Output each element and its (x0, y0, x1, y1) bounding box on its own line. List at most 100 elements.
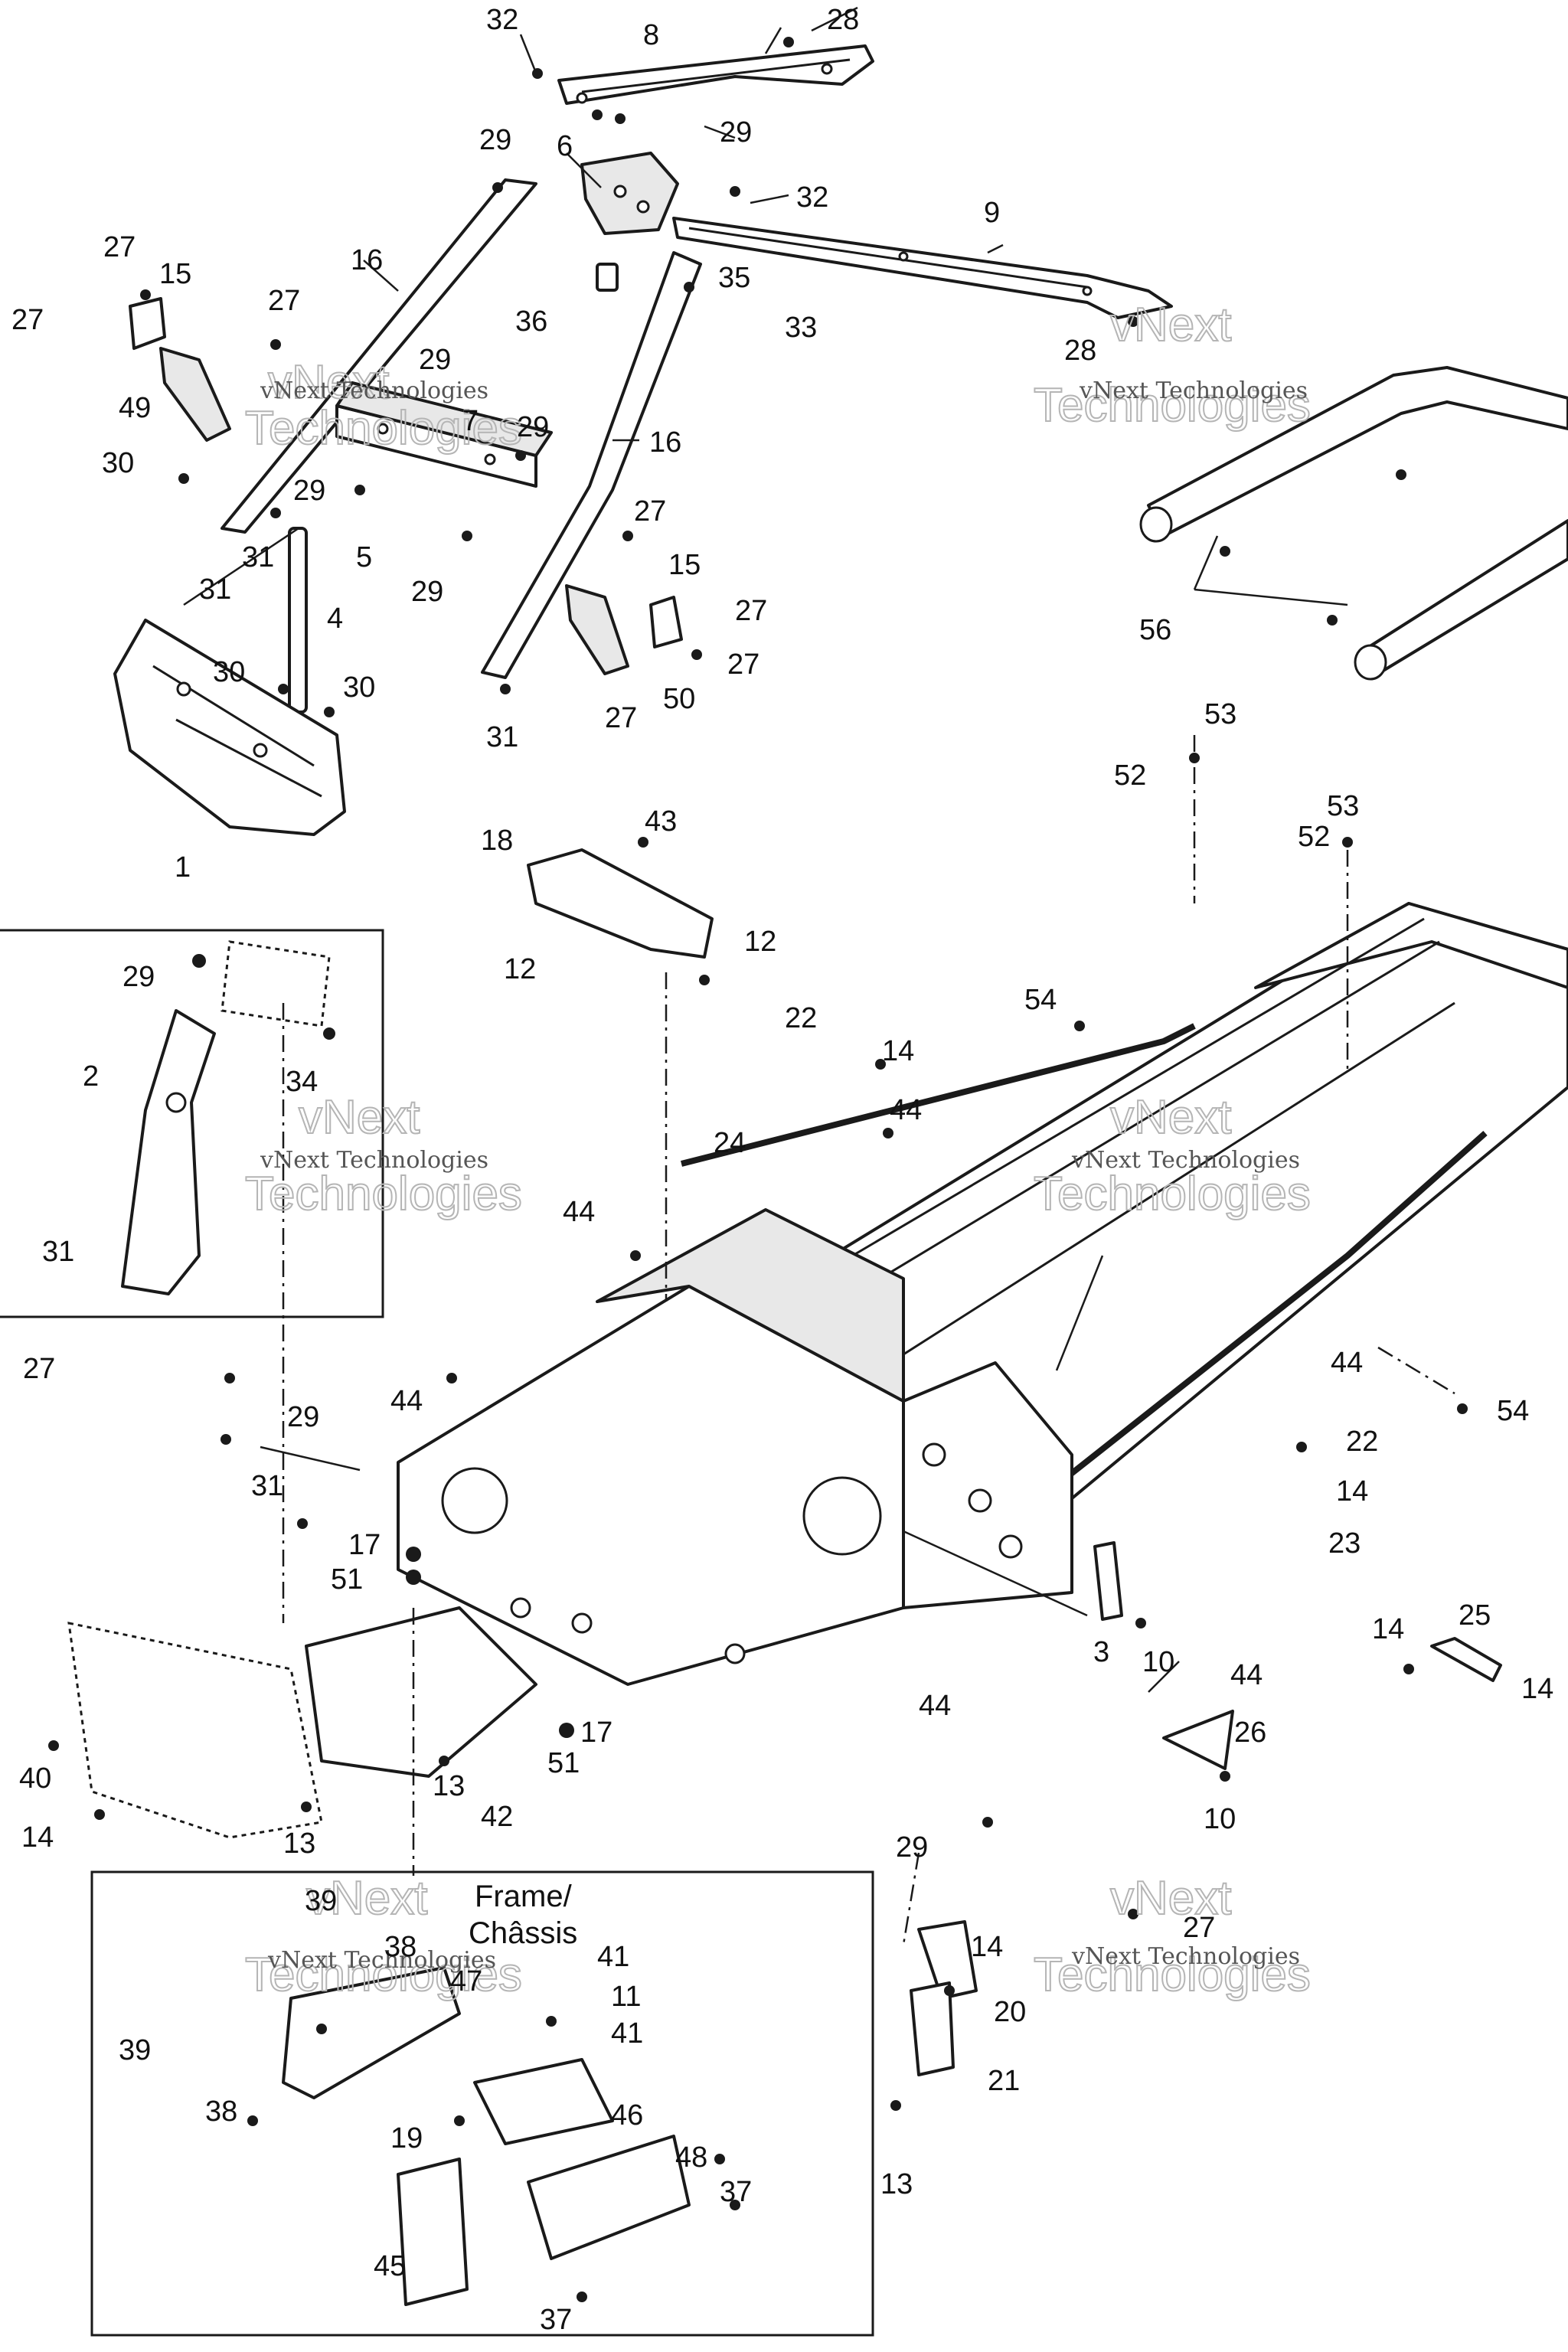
callout: 29 (293, 475, 325, 507)
callout: 11 (611, 1981, 641, 2013)
part-16-left-tube (220, 178, 537, 534)
callout: 33 (785, 312, 817, 344)
callout: 14 (21, 1821, 54, 1854)
callout: 29 (287, 1401, 319, 1433)
callout: 16 (649, 426, 681, 459)
callout: 12 (504, 953, 536, 985)
callout: 27 (735, 595, 767, 627)
callout: 38 (384, 1931, 416, 1963)
part-25-clip (1430, 1637, 1502, 1682)
watermark-big: vNext (306, 1872, 427, 1925)
callout: 54 (1497, 1395, 1529, 1427)
callout: 1 (175, 851, 191, 884)
callout: 2 (83, 1060, 99, 1093)
part-9-side-bar (672, 217, 1173, 319)
part-49-bracket (159, 347, 231, 442)
callout: 31 (199, 573, 231, 606)
callout: 56 (1139, 614, 1171, 646)
callout: 41 (611, 2017, 643, 2050)
callout: 35 (718, 262, 750, 294)
callout: 43 (645, 805, 677, 838)
callout: 37 (720, 2176, 752, 2208)
part-36-spacer (596, 263, 619, 292)
callout: 28 (1064, 335, 1096, 367)
callout: 27 (727, 648, 760, 681)
part-26-gusset (1162, 1710, 1234, 1770)
callout: 29 (122, 961, 155, 993)
callout: 44 (919, 1690, 951, 1722)
watermark-big: Technologies (245, 1949, 522, 2001)
part-4-strut (288, 527, 308, 714)
watermark-big: vNext (1110, 1872, 1231, 1925)
watermark-text: vNext Technologies (260, 1147, 488, 1174)
part-24-slide-rail (681, 1023, 1488, 1488)
callout: 3 (1093, 1636, 1109, 1668)
callout: 46 (611, 2099, 643, 2132)
watermark-text: vNext Technologies (1071, 1147, 1300, 1174)
callout: 30 (213, 656, 245, 688)
callout: 44 (563, 1196, 595, 1228)
callout: 48 (675, 2141, 707, 2174)
callout: 16 (351, 244, 383, 276)
callout: 27 (11, 304, 44, 336)
callout: 18 (481, 825, 513, 857)
part-56-rear-bumper (1139, 366, 1568, 681)
callout: 54 (1024, 984, 1057, 1016)
leader-lines (183, 6, 1455, 1945)
front-suspension-mount (67, 1606, 537, 1839)
callout: 52 (1298, 821, 1330, 853)
callout: 29 (720, 116, 752, 149)
callout: 50 (663, 683, 695, 715)
callouts: 32 8 28 29 6 29 32 9 27 15 16 27 27 35 3… (11, 4, 1553, 2336)
callout: 31 (251, 1470, 283, 1502)
callout: 52 (1114, 760, 1146, 792)
inset-title-line1: Frame/ (475, 1880, 573, 1913)
callout: 51 (547, 1747, 580, 1779)
callout: 31 (42, 1236, 74, 1268)
callout: 36 (515, 305, 547, 338)
callout: 28 (827, 4, 859, 36)
callout: 17 (580, 1717, 612, 1749)
callout: 23 (1328, 1527, 1361, 1560)
callout: 39 (305, 1885, 337, 1917)
callout: 9 (984, 197, 1000, 229)
callout: 24 (714, 1127, 746, 1159)
callout: 19 (390, 2122, 423, 2154)
callout: 15 (668, 549, 701, 581)
watermark-big: Technologies (245, 402, 522, 455)
callout: 14 (971, 1931, 1003, 1963)
callout: 29 (517, 411, 549, 443)
callout: 38 (205, 2096, 237, 2128)
watermark-text: vNext Technologies (260, 377, 488, 404)
part-18-mount (527, 848, 714, 959)
watermark-big: vNext (1110, 299, 1231, 351)
callout: 27 (605, 702, 637, 734)
callout: 17 (348, 1529, 381, 1561)
callout: 27 (268, 285, 300, 317)
watermark-big: vNext (268, 356, 389, 409)
callout: 14 (1372, 1613, 1404, 1645)
callout: 42 (481, 1801, 513, 1833)
callout: 25 (1459, 1599, 1491, 1632)
callout: 32 (796, 181, 828, 214)
front-frame (397, 1208, 992, 1686)
callout: 14 (882, 1035, 914, 1067)
callout: 4 (327, 603, 343, 635)
watermark-text: vNext Technologies (267, 1947, 496, 1974)
watermark-big: Technologies (1034, 1949, 1311, 2001)
callout: 13 (283, 1828, 315, 1860)
callout: 47 (450, 1965, 482, 1998)
watermark-big: vNext (299, 1091, 420, 1144)
callout: 15 (159, 258, 191, 290)
callout: 12 (744, 926, 776, 958)
callout: 41 (597, 1941, 629, 1973)
callout: 14 (1336, 1475, 1368, 1508)
inset-title-line2: Châssis (469, 1916, 577, 1950)
watermark-big: Technologies (1034, 1168, 1311, 1220)
callout: 22 (1346, 1426, 1378, 1458)
callout: 45 (374, 2250, 406, 2282)
callout: 27 (1183, 1912, 1215, 1944)
callout: 44 (1230, 1659, 1263, 1691)
watermarks: vNext Technologies vNext Technologies vN… (244, 298, 1312, 2002)
